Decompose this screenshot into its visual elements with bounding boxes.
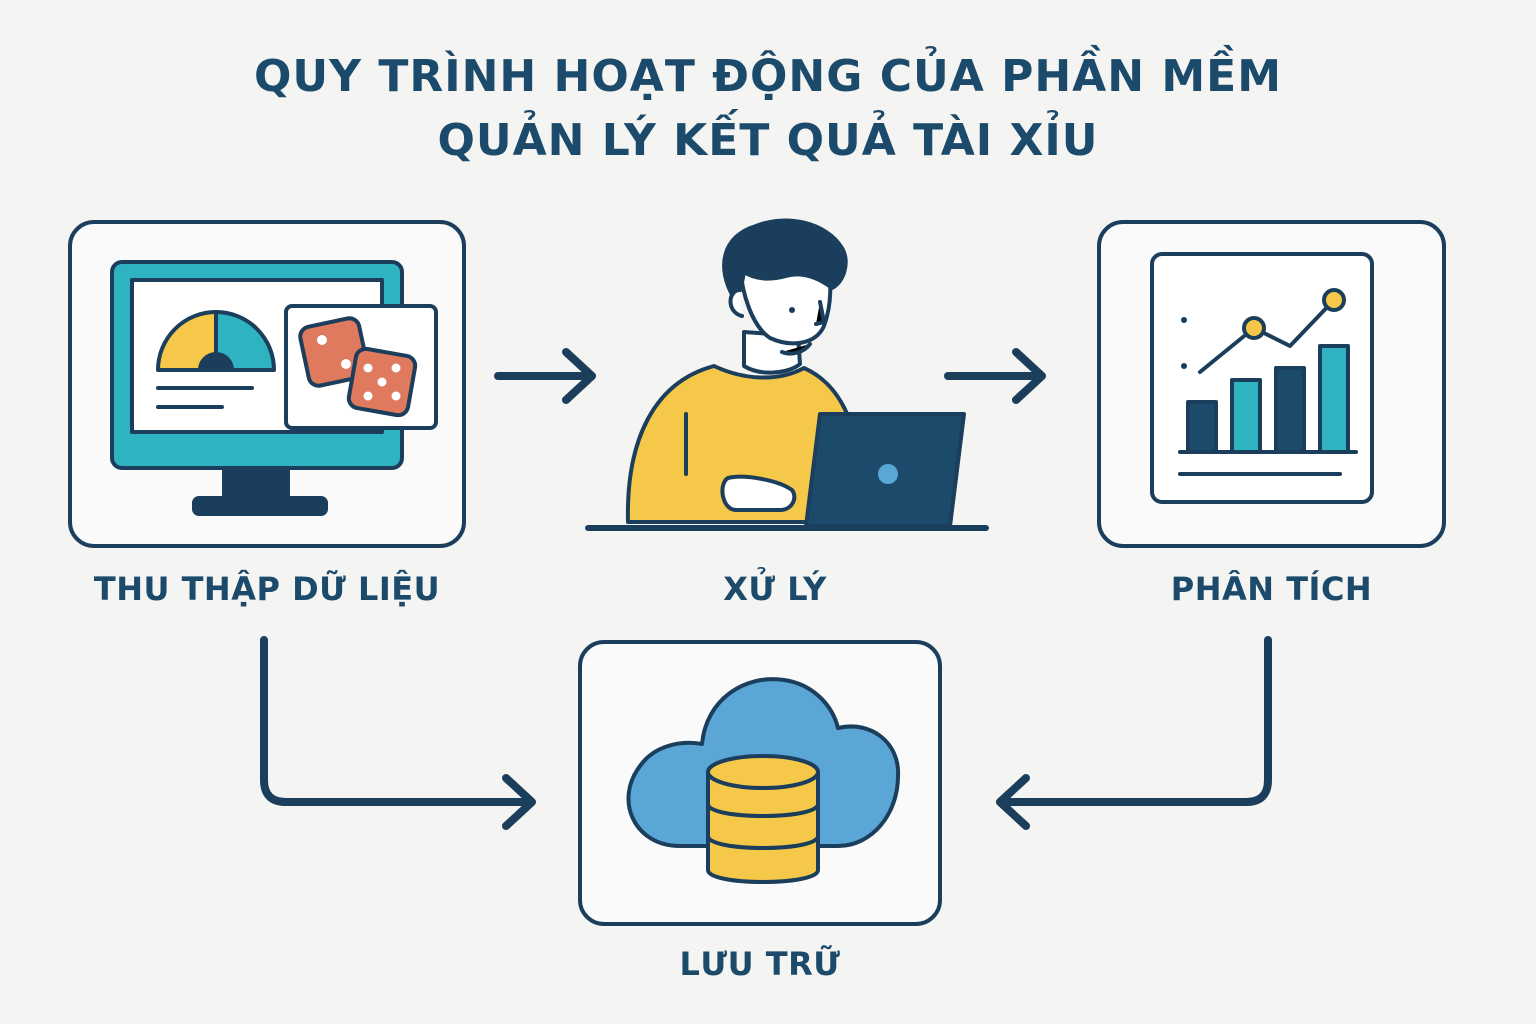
bar-line-chart-icon [1150, 252, 1374, 504]
title-line-1: QUY TRÌNH HOẠT ĐỘNG CỦA PHẦN MỀM [254, 51, 1282, 102]
process-label: XỬ LÝ [723, 570, 827, 608]
title-line-2: QUẢN LÝ KẾT QUẢ TÀI XỈU [437, 115, 1099, 166]
store-label: LƯU TRỮ [679, 945, 841, 983]
cloud-database-icon [626, 677, 901, 884]
person-laptop-icon [585, 218, 989, 531]
monitor-dice-icon [110, 260, 438, 516]
arrow-analyze-to-store [996, 636, 1272, 830]
analyze-label: PHÂN TÍCH [1170, 570, 1373, 608]
collect-label: THU THẬP DỮ LIỆU [93, 570, 441, 608]
arrow-collect-to-store [260, 636, 536, 830]
arrow-collect-to-process [494, 348, 596, 404]
diagram-title: QUY TRÌNH HOẠT ĐỘNG CỦA PHẦN MỀM QUẢN LÝ… [0, 45, 1536, 173]
arrow-process-to-analyze [944, 348, 1046, 404]
